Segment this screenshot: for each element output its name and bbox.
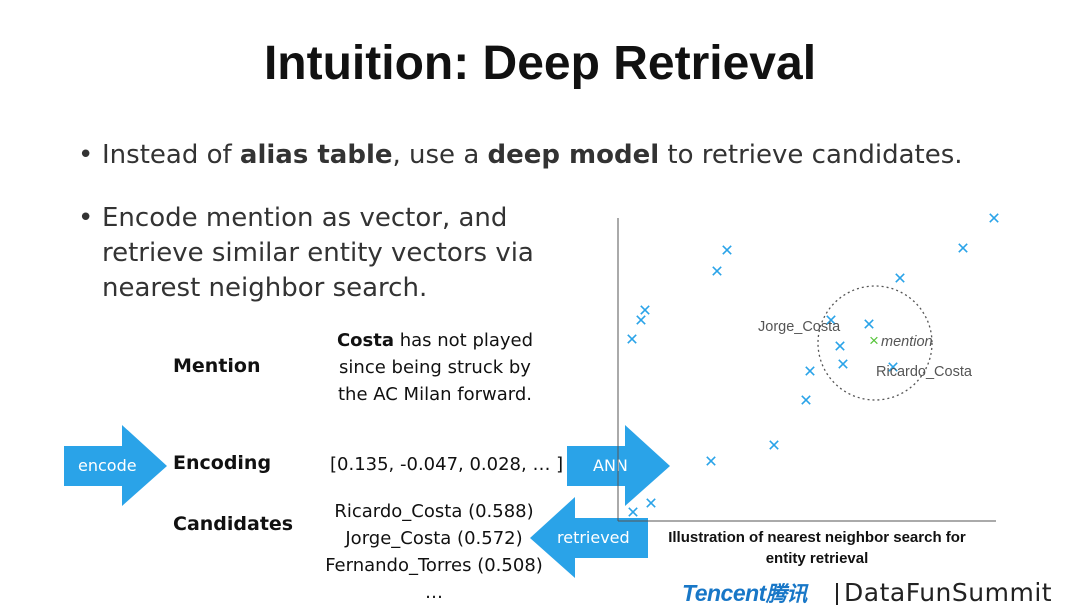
entity-vector-point bbox=[888, 362, 898, 372]
mention-line-2: since being struck by bbox=[339, 357, 531, 378]
entity-vector-point bbox=[989, 213, 999, 223]
ann-arrow-label: ANN bbox=[593, 456, 628, 475]
candidates-label: Candidates bbox=[173, 513, 294, 535]
entity-vector-point bbox=[627, 334, 637, 344]
bullet-text-part: , use a bbox=[392, 140, 488, 170]
slide-title: Intuition: Deep Retrieval bbox=[263, 37, 817, 90]
bullet-text: Encode mention as vector, and retrieve s… bbox=[102, 203, 534, 303]
datafun-summit-logo: DataFunSummit bbox=[844, 578, 1053, 607]
mention-label: Mention bbox=[173, 355, 261, 377]
candidate-ellipsis: … bbox=[425, 582, 443, 603]
candidate-item: Fernando_Torres (0.508) bbox=[325, 555, 543, 576]
bullet-bold-alias-table: alias table bbox=[239, 140, 393, 170]
bullet-text-part: to retrieve candidates. bbox=[659, 140, 963, 170]
mention-line-3: the AC Milan forward. bbox=[338, 384, 532, 405]
entity-vector-point bbox=[835, 341, 845, 351]
bullet-text-part: Instead of bbox=[102, 140, 240, 170]
encoding-label: Encoding bbox=[173, 452, 272, 474]
entity-vector-point bbox=[805, 366, 815, 376]
plot-caption: Illustration of nearest neighbor search … bbox=[644, 527, 990, 569]
entity-vector-point bbox=[838, 359, 848, 369]
bullet-bold-deep-model: deep model bbox=[487, 140, 660, 170]
bullet-dot: • bbox=[78, 140, 94, 170]
candidate-item: Jorge_Costa (0.572) bbox=[345, 528, 523, 549]
jorge-costa-label: Jorge_Costa bbox=[758, 319, 841, 335]
candidates-list: Ricardo_Costa (0.588) Jorge_Costa (0.572… bbox=[304, 498, 564, 606]
plot-caption-line-1: Illustration of nearest neighbor search … bbox=[668, 529, 966, 546]
bullet-dot: • bbox=[78, 203, 94, 233]
footer-separator bbox=[836, 583, 838, 605]
ricardo-costa-label: Ricardo_Costa bbox=[876, 364, 973, 380]
entity-vector-point bbox=[712, 266, 722, 276]
mention-point-label: mention bbox=[881, 334, 933, 350]
ann-arrow bbox=[567, 425, 670, 506]
entity-vector-point bbox=[958, 243, 968, 253]
mention-marker: × bbox=[869, 331, 879, 350]
entity-vector-point bbox=[640, 305, 650, 315]
entity-vector-point bbox=[636, 315, 646, 325]
search-radius-circle bbox=[817, 285, 933, 401]
tencent-logo-en: Tencent bbox=[682, 580, 766, 606]
candidate-item: Ricardo_Costa (0.588) bbox=[334, 501, 534, 522]
encode-arrow bbox=[64, 425, 167, 506]
entity-vector-point bbox=[801, 395, 811, 405]
encoding-vector: [0.135, -0.047, 0.028, … ] bbox=[330, 454, 564, 475]
entity-vector-point bbox=[864, 319, 874, 329]
mention-sentence: Costa has not played since being struck … bbox=[310, 327, 560, 408]
tencent-logo: Tencent腾讯 bbox=[682, 578, 807, 608]
mention-line-1: Costa has not played bbox=[310, 327, 560, 354]
encode-arrow-label: encode bbox=[78, 456, 137, 475]
retrieved-arrow bbox=[530, 497, 648, 578]
entity-vector-point bbox=[895, 273, 905, 283]
mention-bold-word: Costa bbox=[336, 330, 394, 351]
bullet-text: Instead of alias table, use a deep model… bbox=[102, 138, 963, 173]
entity-vector-point bbox=[722, 245, 732, 255]
entity-vector-point bbox=[826, 315, 836, 325]
footer-branding: Tencent腾讯 DataFunSummit bbox=[682, 578, 1080, 608]
retrieved-arrow-label: retrieved bbox=[557, 528, 630, 547]
plot-points bbox=[627, 213, 999, 517]
tencent-logo-cn: 腾讯 bbox=[765, 582, 808, 606]
entity-vector-point bbox=[769, 440, 779, 450]
mention-line-1-rest: has not played bbox=[393, 330, 534, 351]
plot-caption-line-2: entity retrieval bbox=[765, 550, 869, 567]
entity-vector-point bbox=[706, 456, 716, 466]
